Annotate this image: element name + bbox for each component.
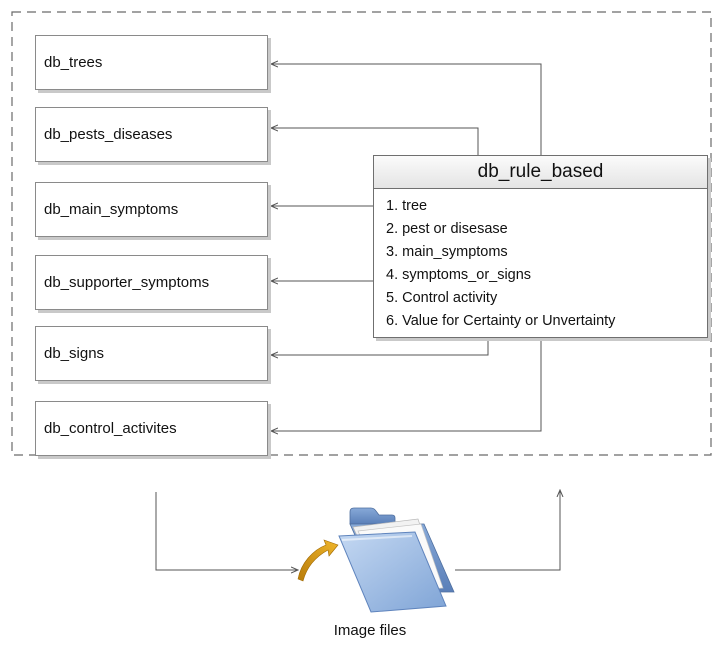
image-files-label: Image files: [333, 622, 407, 639]
connector-rule-to-signs: [271, 338, 489, 355]
connector-rule-to-control-activities: [271, 338, 542, 431]
db-rule-based-title: db_rule_based: [374, 156, 707, 189]
folder-icon: [338, 507, 455, 613]
db-supporter-symptoms-box[interactable]: db_supporter_symptoms: [35, 255, 268, 310]
db-signs-box[interactable]: db_signs: [35, 326, 268, 381]
db-pests-diseases-box[interactable]: db_pests_diseases: [35, 107, 268, 162]
connector-boundary-to-image-files: [155, 492, 298, 570]
rule-attribute-list: 1. tree 2. pest or disesase 3. main_symp…: [374, 189, 707, 333]
db-trees-box[interactable]: db_trees: [35, 35, 268, 90]
db-control-activities-box[interactable]: db_control_activites: [35, 401, 268, 456]
rule-attribute-item: 5. Control activity: [386, 290, 498, 306]
rule-attribute-item: 6. Value for Certainty or Unvertainty: [386, 313, 616, 329]
system-boundary: [11, 11, 712, 456]
connector-rule-to-pests-diseases: [271, 128, 479, 155]
rule-attribute-item: 1. tree: [386, 198, 428, 214]
rule-attribute-item: 3. main_symptoms: [386, 244, 508, 260]
curved-arrow-icon: [297, 539, 339, 582]
db-main-symptoms-box[interactable]: db_main_symptoms: [35, 182, 268, 237]
connector-rule-to-trees: [271, 64, 542, 155]
rule-attribute-item: 2. pest or disesase: [386, 221, 508, 237]
connector-image-files-to-boundary: [455, 490, 560, 571]
db-rule-based-box[interactable]: db_rule_based 1. tree 2. pest or disesas…: [373, 155, 708, 338]
rule-attribute-item: 4. symptoms_or_signs: [386, 267, 532, 283]
